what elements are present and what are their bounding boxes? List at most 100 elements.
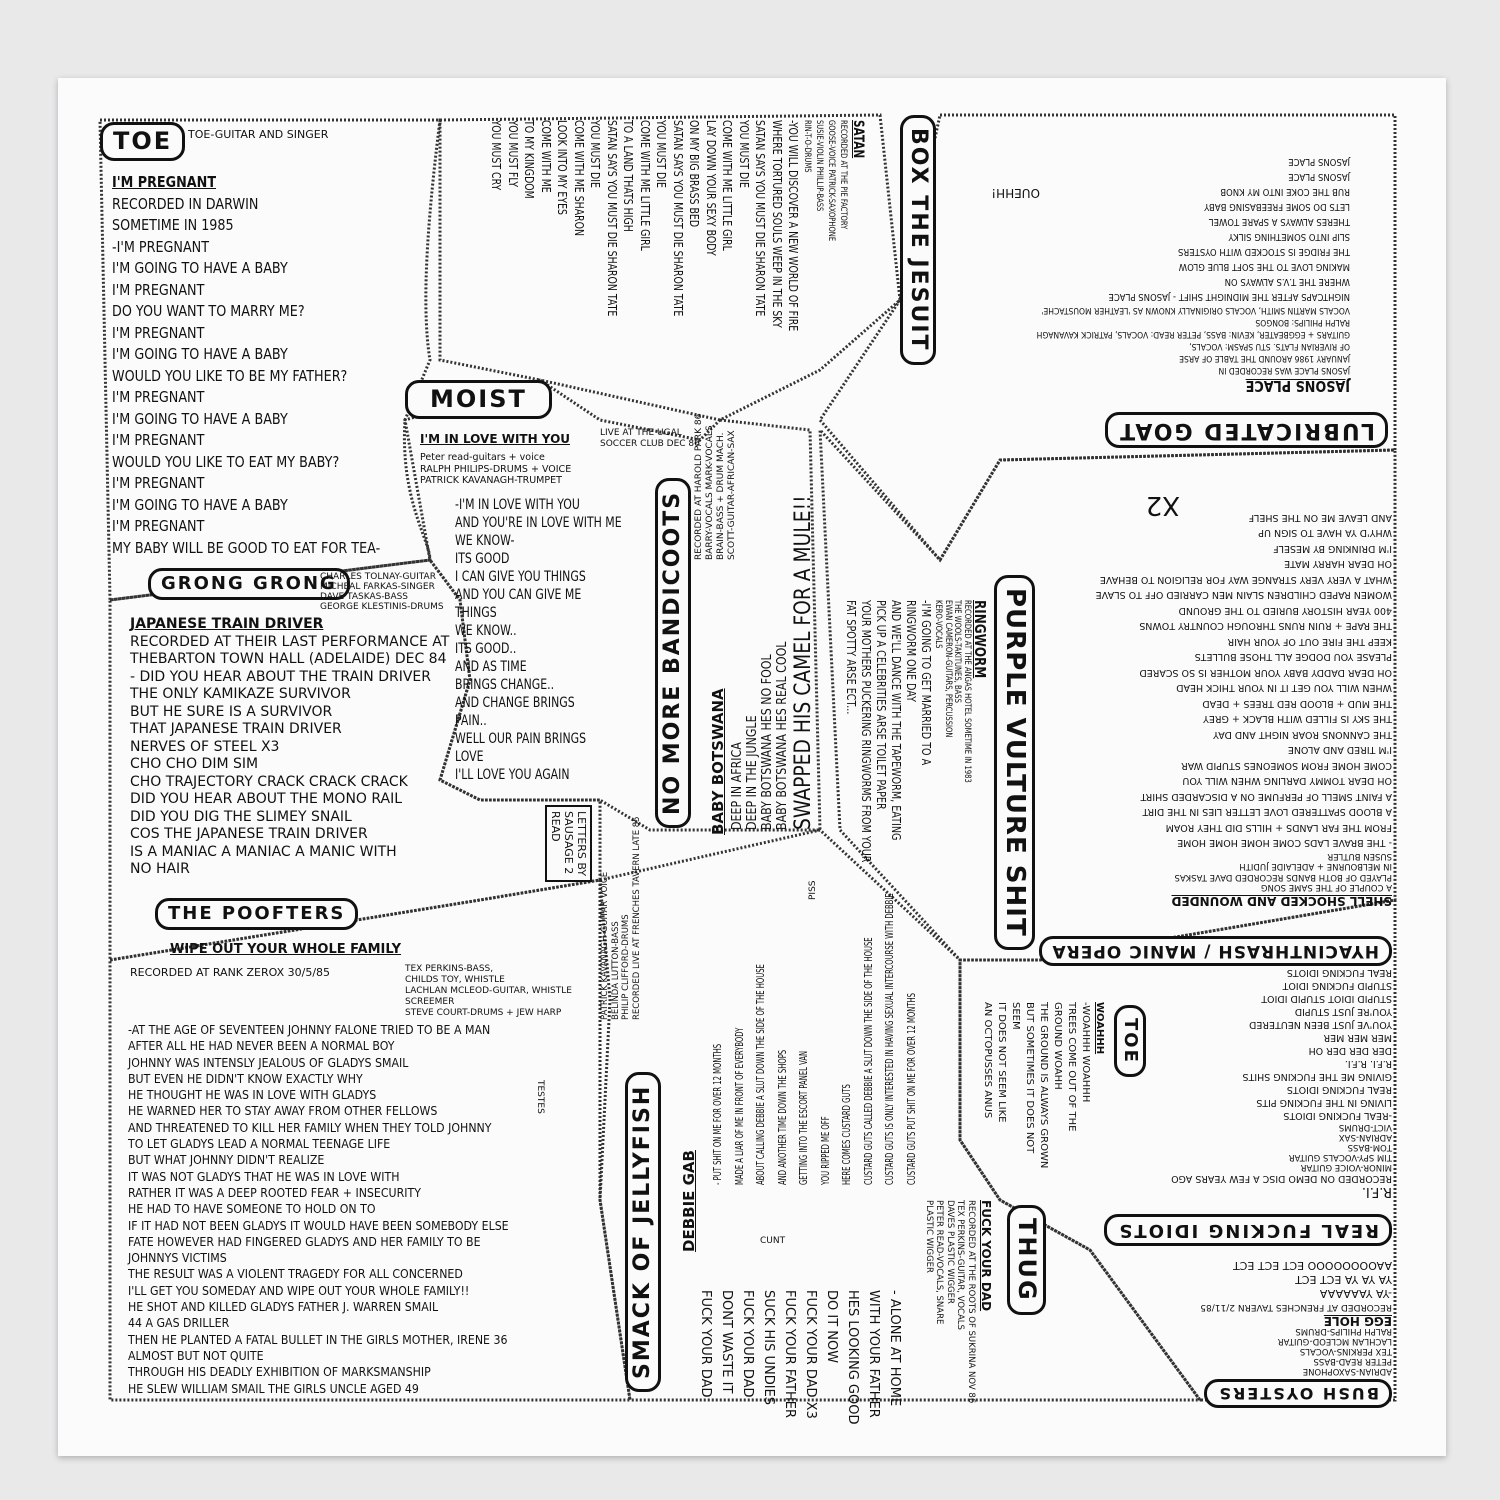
text-line: WHERE THE T.V.S ALWAYS ON — [1224, 276, 1350, 287]
text-line: MAKING LOVE TO THE SOFT BLUE GLOW — [1178, 261, 1350, 272]
poofters-lyrics: -AT THE AGE OF SEVENTEEN JOHNNY FALONE T… — [128, 1022, 509, 1397]
text-line: SWAPPED HIS CAMEL FOR A MULE!! — [791, 495, 816, 830]
text-line: PETER READ-VOCALS, SNARE — [934, 1200, 945, 1325]
text-line: THEN HE PLANTED A FATAL BULLET IN THE GI… — [128, 1331, 508, 1347]
text-line: CHO TRAJECTORY CRACK CRACK CRACK — [130, 773, 408, 790]
text-line: REAL FUCKING IDIOTS — [1286, 1084, 1392, 1095]
text-line: KEEP THE FIRE OUT OF YOUR HAIR — [1227, 636, 1392, 647]
text-line: VICT-DRUMS — [1338, 1122, 1392, 1132]
text-line: recorded at HAROLD PARK 86 — [694, 413, 704, 560]
band-title-no-more-bandicoots: NO MORE BANDICOOTS — [655, 477, 692, 828]
text-line: ALMOST BUT NOT QUITE — [128, 1347, 264, 1363]
text-line: DID YOU DIG THE SLIMEY SNAIL — [130, 808, 352, 825]
text-line: recorded live at FRENCHES TAVERN LATE 85 — [631, 816, 642, 1020]
text-line: STUPID FUCKING IDIOT — [1282, 980, 1392, 991]
text-line: CUSTARD GUTS IS ONLY INTERESTED IN HAVIN… — [884, 893, 896, 1185]
text-line: COME WITH ME SHARON — [572, 120, 587, 237]
text-line: JASONS PLACE WAS RECORDED IN — [1218, 365, 1350, 375]
text-line: THAT JAPANESE TRAIN DRIVER — [130, 721, 342, 737]
letters-credit: LETTERS BY SAUSAGE 2 READ — [545, 805, 592, 883]
text-line: VOCALS MARTIN SMITH, VOCALS ORIGINALLY K… — [1041, 305, 1350, 315]
margin-note: PISS — [808, 880, 818, 900]
text-line: BUT EVEN HE DIDN'T KNOW EXACTLY WHY — [128, 1070, 363, 1086]
song-title: R.F.I. — [1361, 1184, 1392, 1199]
text-line: CUSTARD GUTS PUT SHIT ON ME FOR OVER 12 … — [905, 992, 918, 1185]
text-line: RECORDED AT THE ANGAS HOTEL SOMETIME IN … — [962, 600, 972, 783]
toe-song: I'M PREGNANT recorded in darwinSOMETIME … — [112, 172, 380, 559]
band-title-purple-vulture-shit: PURPLE VULTURE SHIT — [993, 575, 1035, 950]
text-line: 44 A GAS DRILLER — [128, 1315, 230, 1331]
text-line: I CAN GIVE YOU THINGS — [455, 569, 586, 585]
text-line: THINGS — [455, 605, 497, 621]
text-line: TEX PERKINS-VOCALS — [1299, 1346, 1392, 1356]
text-line: HE SHOT AND KILLED GLADYS FATHER J. WARR… — [128, 1299, 439, 1315]
text-line: RALPH PHILIPS-DRUMS + VOICE — [420, 463, 572, 475]
text-line: TREES COME OUT OF THE — [1066, 1002, 1077, 1132]
text-line: THE CANNONS ROAR NIGHT AND DAY — [1213, 729, 1392, 740]
text-lines: NIGHTCAPS AFTER THE MIDNIGHT SHIFT - JAS… — [1037, 154, 1350, 304]
text-line: DO YOU WANT TO MARRY ME? — [112, 302, 305, 320]
text-line: WELL OUR PAIN BRINGS — [455, 731, 587, 747]
text-line: TIM SPY-VOCALS GUITAR — [1288, 1152, 1392, 1162]
margin-note: CUNT — [760, 1236, 786, 1246]
text-line: JOHNNYS VICTIMS — [128, 1250, 227, 1266]
text-line: PAIN.. — [455, 713, 487, 729]
text-line: YOU MUST DIE — [588, 120, 604, 188]
text-line: WE KNOW- — [455, 533, 515, 549]
text-line: YOU RIPPED ME OFF — [819, 1116, 832, 1185]
text-line: A FAINT SMELL OF PERFUME ON A DISCARDED … — [1140, 791, 1392, 802]
poofters-title-box: THE POOFTERS — [155, 898, 359, 930]
text-line: FUCK YOUR DAD — [698, 1290, 713, 1398]
text-line: HE SLEW WILLIAM SMAIL THE GIRLS UNCLE AG… — [128, 1380, 419, 1396]
text-line: FAT SPOTTY ARSE ECT... — [844, 600, 858, 715]
text-line: -AT THE AGE OF SEVENTEEN JOHNNY FALONE T… — [128, 1022, 491, 1037]
rfi-title-box: REAL FUCKING IDIOTS — [1104, 1214, 1392, 1246]
text-line: HE HAD TO HAVE SOMEONE TO HOLD ON TO — [128, 1201, 376, 1217]
text-line: R.F.I. R.F.I. — [1344, 1058, 1392, 1069]
text-line: LIVE AT THE UGAL — [600, 428, 682, 438]
text-line: CUSTARD GUTS CALLED DEBBIE A SLUT DOWN T… — [862, 937, 875, 1185]
song-title: JASONS PLACE — [1245, 377, 1350, 395]
text-line: THE RAPE + RUIN RUNS THROUGH COUNTRY TOW… — [1139, 620, 1392, 632]
text-line: LAY DOWN YOUR SEXY BODY — [704, 120, 719, 256]
text-line: I'M PREGNANT — [112, 280, 205, 299]
text-line: DEEP IN THE JUNGLE — [745, 715, 760, 830]
letters-name: SAUSAGE 2 — [562, 811, 575, 875]
text-line: BELINDA LUTTON-BASS — [610, 921, 621, 1020]
text-line: DO IT NOW — [824, 1290, 839, 1364]
band-title-the-poofters: THE POOFTERS — [155, 898, 359, 930]
text-line: CHILDS TOY, WHISTLE — [405, 975, 505, 985]
text-line: I'M GOING TO HAVE A BABY — [112, 345, 288, 363]
text-line: JASONS PLACE — [1288, 156, 1350, 167]
text-line: THE ONLY KAMIKAZE SURVIVOR — [130, 686, 351, 702]
text-line: AFTER ALL HE HAD NEVER BEEN A NORMAL BOY — [128, 1038, 395, 1054]
text-line: PHILIP CLIFFORD-DRUMS — [621, 914, 631, 1020]
text-line: OH DEAR DADDY BABY YOUR MOTHER IS SO SCA… — [1139, 667, 1392, 678]
text-line: PLAYED OF BOTH BANDS RECORDED DAVE TASKA… — [1174, 872, 1392, 882]
text-line: WOULD YOU LIKE TO BE MY FATHER? — [112, 366, 348, 385]
text-line: ITS GOOD — [455, 551, 510, 567]
text-line: JASONS PLACE — [1288, 171, 1350, 182]
text-line: BRINGS CHANGE.. — [455, 677, 555, 693]
text-line: LACHLAN MCLEOD-GUITAR, WHISTLE — [405, 986, 572, 996]
text-line: PATRICK KAVANAGH-GUITAR VOICE — [600, 871, 610, 1020]
toe-credit: TOE-GUITAR AND SINGER — [188, 128, 329, 141]
text-line: LOVE — [455, 749, 484, 765]
text-line: LETS DO SOME FREEBASING BABY — [1204, 201, 1350, 212]
text-line: BUT HE SURE IS A SURVIVOR — [130, 703, 333, 720]
text-line: AND AS TIME — [455, 659, 527, 675]
text-line: COME WITH ME — [539, 120, 554, 193]
